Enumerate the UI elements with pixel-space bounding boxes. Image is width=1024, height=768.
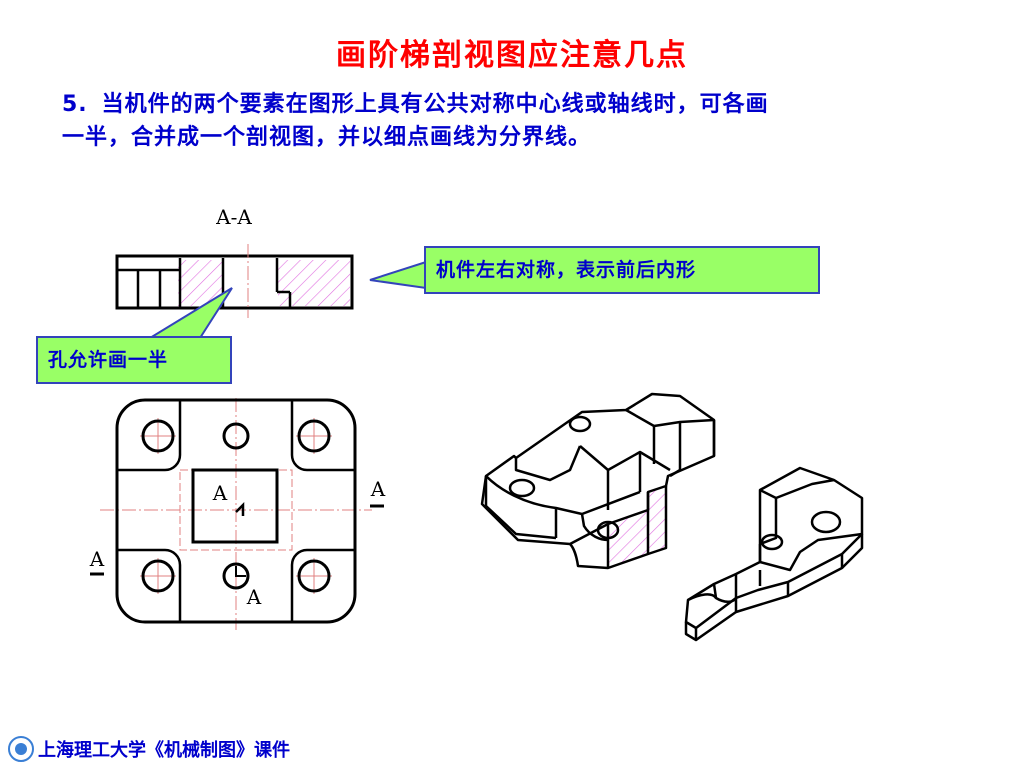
callout-half-hole: 孔允许画一半 [36,336,232,384]
top-view: A A A A [89,398,386,630]
isometric-right-piece [684,466,864,642]
cut-mark-label-left: A [89,547,105,571]
cut-mark-label-right: A [370,477,386,501]
cut-mark-label-center: A [212,481,228,505]
cut-mark-label-bottom: A [246,585,262,609]
isometric-left-piece [480,392,716,570]
paragraph-line-1: 5. 当机件的两个要素在图形上具有公共对称中心线或轴线时，可各画 [62,88,962,121]
paragraph-line-1-text: 当机件的两个要素在图形上具有公共对称中心线或轴线时，可各画 [101,91,769,117]
footer: 上海理工大学《机械制图》课件 [8,734,290,764]
section-label: A-A [215,205,252,229]
footer-text: 上海理工大学《机械制图》课件 [38,740,290,761]
paragraph: 5. 当机件的两个要素在图形上具有公共对称中心线或轴线时，可各画 一半，合并成一个… [62,88,962,154]
paragraph-number: 5. [62,92,88,117]
paragraph-line-2: 一半，合并成一个剖视图，并以细点画线为分界线。 [62,124,592,150]
university-seal-icon [8,736,34,762]
page-title: 画阶梯剖视图应注意几点 [336,38,688,73]
section-view [115,244,354,318]
callout-symmetry: 机件左右对称，表示前后内形 [424,246,820,294]
callout-right-pointer [369,260,427,290]
